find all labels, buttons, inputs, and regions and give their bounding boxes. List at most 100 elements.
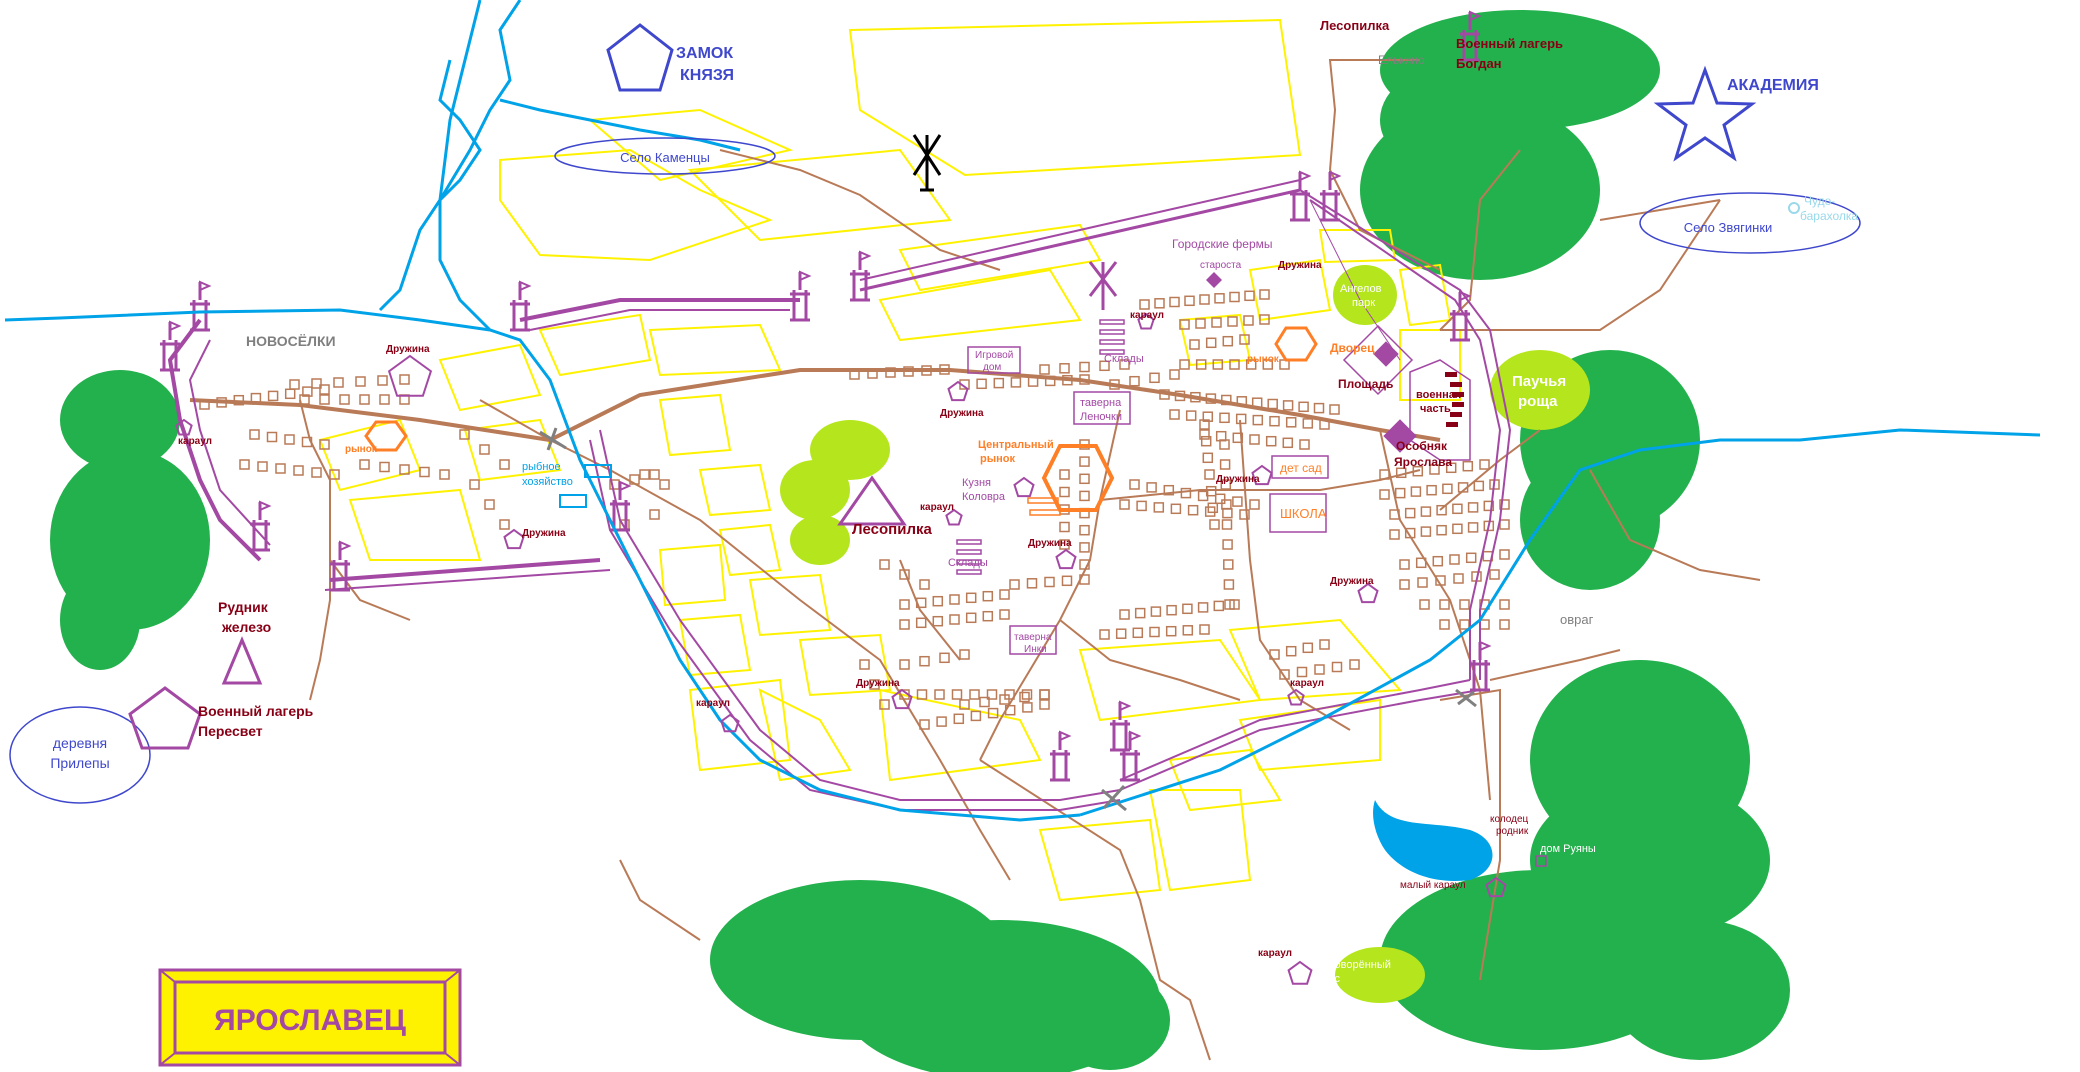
house: [1298, 401, 1309, 413]
house: [1214, 493, 1226, 505]
house: [301, 436, 313, 448]
kolodets-label-2: родник: [1496, 826, 1529, 837]
mine-triangle-icon: [221, 636, 263, 685]
central-market-label-2: рынок: [980, 453, 1015, 465]
flag-icon: [1329, 170, 1342, 182]
voennaya-label: военная: [1416, 389, 1461, 401]
building-boxes: [967, 346, 1547, 867]
house: [1059, 521, 1070, 533]
house: [1182, 603, 1193, 615]
house: [1136, 500, 1147, 512]
house: [1499, 519, 1510, 530]
house: [959, 649, 970, 660]
dom-ruyany-icon: [1535, 855, 1547, 867]
house: [1200, 435, 1212, 447]
tower-flag-icon: [1110, 700, 1132, 752]
market-hexagon-icon: [1274, 326, 1318, 362]
house: [1249, 434, 1260, 445]
ovrag-label: овраг: [1560, 612, 1594, 627]
house: [999, 589, 1010, 600]
house: [1279, 669, 1290, 680]
towers: [160, 10, 1492, 782]
house: [1419, 599, 1430, 610]
house: [266, 431, 278, 443]
house: [299, 394, 310, 405]
tower-flag-icon: [250, 500, 272, 552]
house: [1179, 359, 1190, 370]
house: [1479, 459, 1490, 470]
druzhina-label: Дружина: [1278, 260, 1322, 271]
house: [1199, 429, 1210, 440]
house: [1296, 666, 1308, 678]
house: [1187, 504, 1199, 516]
house: [1285, 417, 1297, 428]
house: [953, 713, 965, 725]
flag-icon: [169, 320, 182, 332]
house: [1349, 659, 1360, 670]
house: [1251, 397, 1263, 408]
house: [1109, 379, 1120, 390]
house: [469, 479, 480, 490]
house: [993, 377, 1005, 389]
elkino-label: Елькино: [1378, 53, 1425, 67]
kamentsy-oval: [554, 137, 776, 175]
house: [484, 499, 495, 510]
groves: [780, 265, 1590, 1003]
house: [379, 461, 390, 473]
guard-pentagon-icon: [945, 508, 963, 526]
house: [359, 394, 370, 405]
house: [965, 592, 977, 604]
house: [1452, 523, 1463, 535]
house: [970, 710, 982, 722]
house: [1404, 507, 1416, 519]
house: [216, 397, 227, 408]
guard-pentagon-icon: [1357, 582, 1379, 604]
house: [249, 429, 260, 440]
flag-icon: [519, 280, 532, 292]
zagovor-label-2: лес: [1322, 973, 1341, 985]
house: [1499, 499, 1510, 510]
flag-icon: [799, 270, 812, 282]
house: [1204, 506, 1216, 517]
flag-icon: [1479, 640, 1492, 652]
house: [1212, 359, 1224, 370]
house: [239, 459, 250, 470]
rynok-label: рынок: [345, 444, 378, 455]
house: [1189, 339, 1200, 350]
taverna-label: таверна: [1014, 632, 1052, 643]
house: [1182, 625, 1194, 636]
house: [275, 463, 286, 474]
house: [1004, 704, 1016, 716]
camp-bogdan-label-2: Богдан: [1456, 56, 1502, 71]
zvyaginki-label: Село Звягинки: [1684, 220, 1773, 235]
druzhina-label: Дружина: [522, 528, 566, 539]
house: [1426, 484, 1437, 496]
angelov-label-2: парк: [1352, 297, 1375, 309]
guard-pentagon-icon: [387, 354, 433, 397]
house: [1197, 490, 1209, 502]
house: [1229, 291, 1240, 303]
house: [1399, 559, 1410, 570]
house: [311, 467, 322, 478]
rudnik-label-2: железо: [221, 619, 271, 635]
house: [976, 378, 987, 390]
tower-flag-icon: [330, 540, 352, 592]
lake: [1373, 800, 1493, 881]
house: [1389, 509, 1400, 520]
rudnik-label: Рудник: [218, 599, 269, 615]
house: [1039, 364, 1050, 375]
houses: [199, 289, 1510, 730]
detsad-box: [1271, 455, 1329, 479]
house: [879, 699, 890, 710]
house: [284, 434, 295, 445]
house: [1331, 661, 1343, 673]
house: [257, 461, 268, 472]
house: [1019, 691, 1030, 703]
house: [1239, 509, 1250, 520]
flag-icon: [1459, 290, 1472, 302]
druzhina-label: Дружина: [856, 678, 900, 689]
flag-icon: [199, 280, 212, 292]
house: [1134, 607, 1146, 619]
house: [1039, 689, 1050, 700]
sklady-label: Склады: [948, 557, 988, 569]
